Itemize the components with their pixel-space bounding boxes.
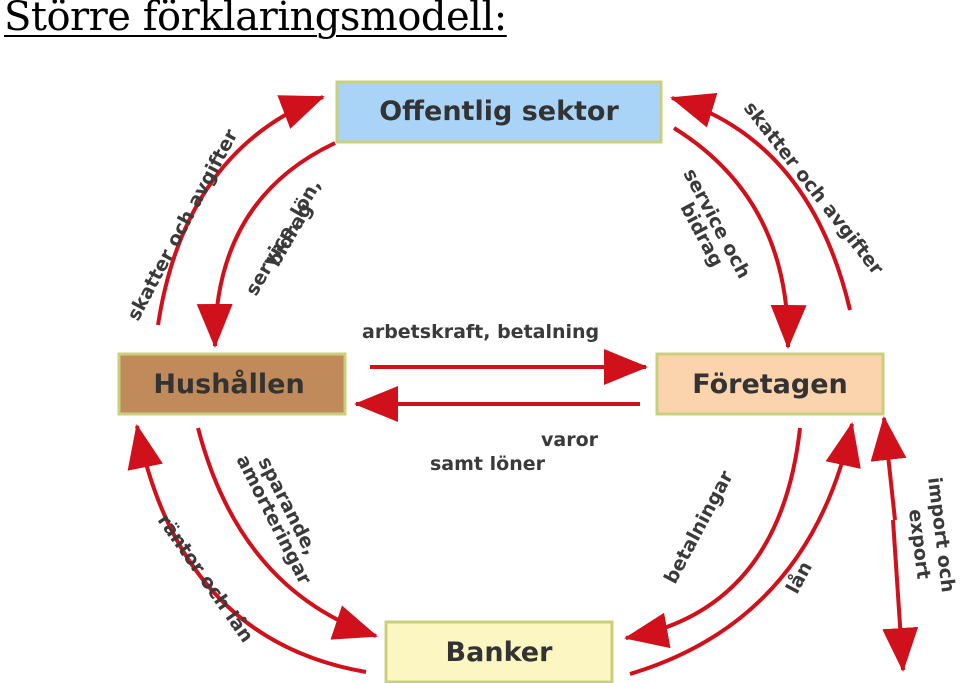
node-foretagen: Företagen: [655, 352, 885, 416]
slide-title: Större förklaringsmodell:: [4, 0, 507, 40]
node-hushallen-label: Hushållen: [153, 368, 304, 400]
node-banker-label: Banker: [446, 637, 554, 668]
label-skatter-och-avgifter-left: skatter och avgifter: [123, 125, 243, 324]
arrow-foretagen-to-offentlig: [670, 93, 852, 311]
label-rantor-och-lan: räntor och lån: [153, 509, 259, 647]
arrow-banker-to-hushallen: [127, 424, 367, 674]
node-hushallen: Hushållen: [117, 352, 347, 416]
arrow-offentlig-to-hushallen: [196, 141, 336, 348]
arrow-banker-to-foretagen: [629, 422, 861, 676]
node-offentlig-label: Offentlig sektor: [379, 96, 619, 127]
arrow-foretagen-to-banker: [624, 427, 802, 649]
label-arbetskraft-betalning: arbetskraft, betalning: [362, 321, 599, 343]
arrow-hushallen-to-banker: [196, 427, 378, 640]
label-varor: varor: [541, 429, 599, 451]
arrow-import-export-down: [882, 519, 919, 672]
arrow-import-export-up: [870, 416, 907, 521]
arrow-offentlig-to-foretagen: [672, 126, 807, 349]
node-banker: Banker: [384, 620, 614, 683]
arrow-hushallen-to-offentlig: [156, 95, 325, 326]
label-lan: lån: [780, 557, 817, 597]
label-betalningar: betalningar: [660, 467, 738, 588]
label-samt-loner: samt löner: [430, 453, 546, 475]
label-skatter-och-avgifter-right: skatter och avgifter: [739, 98, 888, 280]
node-foretagen-label: Företagen: [692, 369, 848, 400]
node-offentlig-sektor: Offentlig sektor: [335, 80, 663, 144]
